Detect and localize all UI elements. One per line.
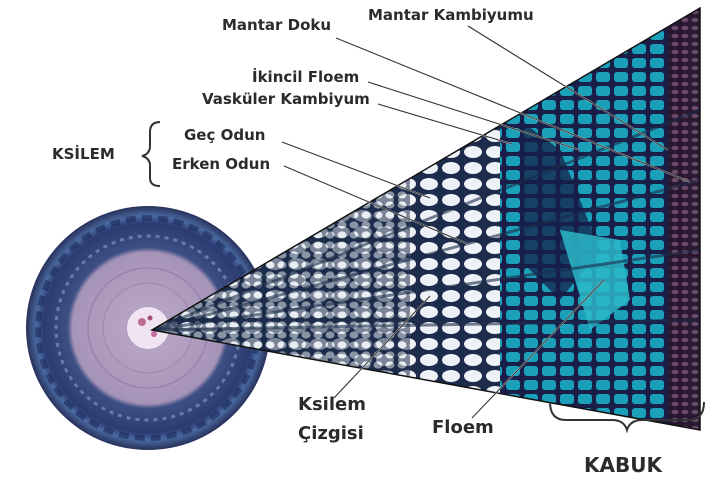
label-vaskuler-kambiyum: Vasküler Kambiyum [202,92,370,107]
label-gec-odun: Geç Odun [184,128,265,143]
ksilem-brace [142,122,160,186]
label-ikincil-floem: İkincil Floem [252,70,359,85]
label-ksilem-cizgisi-line1: Ksilem [298,396,366,414]
label-mantar-kambiyumu: Mantar Kambiyumu [368,8,534,23]
label-floem: Floem [432,419,494,437]
label-ksilem: KSİLEM [52,147,115,162]
label-kabuk: KABUK [584,455,662,475]
label-ksilem-cizgisi-line2: Çizgisi [298,425,364,443]
label-mantar-doku: Mantar Doku [222,18,331,33]
label-erken-odun: Erken Odun [172,157,270,172]
